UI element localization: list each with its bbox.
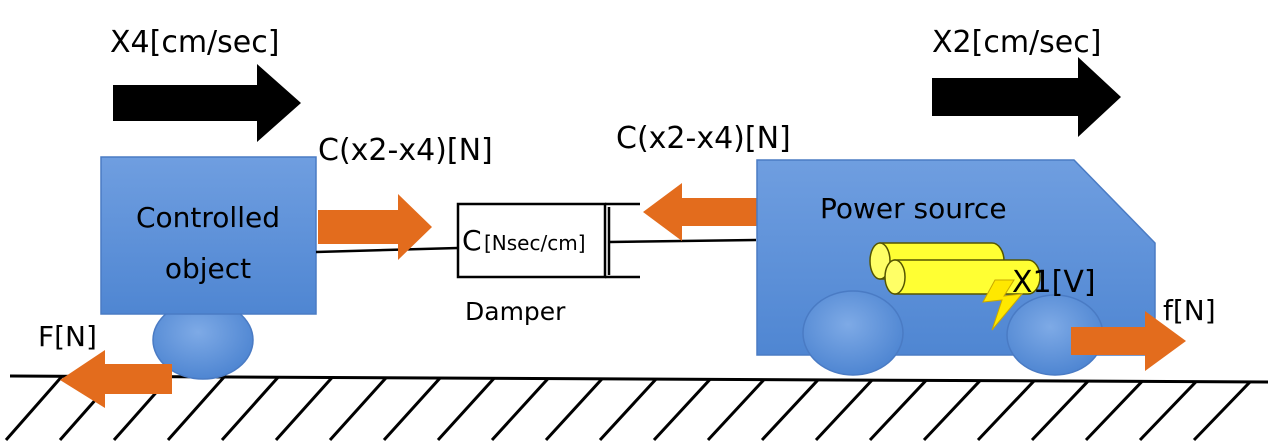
ground-hatch-line (760, 378, 820, 442)
force-f-label: f[N] (1163, 294, 1216, 327)
force-arrow-damper-reaction (643, 183, 757, 241)
power-source-wheel-rear (802, 290, 904, 376)
damper-symbol-label: C (462, 224, 482, 257)
power-source-label: Power source (820, 192, 1007, 225)
ground-hatch-line (328, 376, 388, 442)
velocity-label-left: X4[cm/sec] (110, 25, 279, 60)
ground-hatch-line (490, 377, 550, 442)
ground-hatch-line (1192, 380, 1252, 442)
force-arrow-f (1071, 311, 1186, 371)
force-arrow-controlled-object (318, 194, 432, 260)
ground-hatch-line (652, 378, 712, 442)
controlled-object-box (100, 156, 317, 315)
ground-hatch-line (868, 379, 928, 442)
voltage-label: X1[V] (1012, 265, 1096, 300)
velocity-arrow-right (932, 57, 1121, 137)
ground-hatch-line (1084, 380, 1144, 442)
ground-hatch-line (166, 376, 226, 441)
ground-hatch-line (814, 379, 874, 442)
ground-hatch-line (922, 379, 982, 442)
force-label-left-top: C(x2-x4)[N] (318, 133, 493, 168)
ground-hatch-line (4, 375, 64, 441)
ground-hatch-line (544, 377, 604, 442)
spark-icon (982, 279, 1024, 331)
damper-rod-left (315, 246, 459, 254)
velocity-label-right: X2[cm/sec] (932, 25, 1101, 60)
controlled-object-label-line2: object (165, 252, 251, 285)
ground-hatch-line (1030, 380, 1090, 442)
ground-hatch-line (1138, 380, 1198, 442)
ground-hatch-line (436, 377, 496, 442)
force-F-label: F[N] (38, 320, 97, 353)
damper-name-label: Damper (465, 297, 566, 326)
ground (4, 374, 1269, 442)
ground-hatch-line (706, 378, 766, 442)
ground-hatch-line (598, 378, 658, 442)
ground-hatch-line (220, 376, 280, 441)
velocity-arrow-left (113, 64, 301, 142)
force-label-right-top: C(x2-x4)[N] (616, 121, 791, 156)
force-arrow-F (60, 350, 172, 408)
damper-unit-label: [Nsec/cm] (484, 231, 586, 255)
damper (456, 202, 757, 279)
ground-hatch-line (382, 377, 442, 442)
ground-hatch-line (976, 379, 1036, 442)
ground-hatch-line (274, 376, 334, 442)
controlled-object-label-line1: Controlled (136, 201, 280, 234)
